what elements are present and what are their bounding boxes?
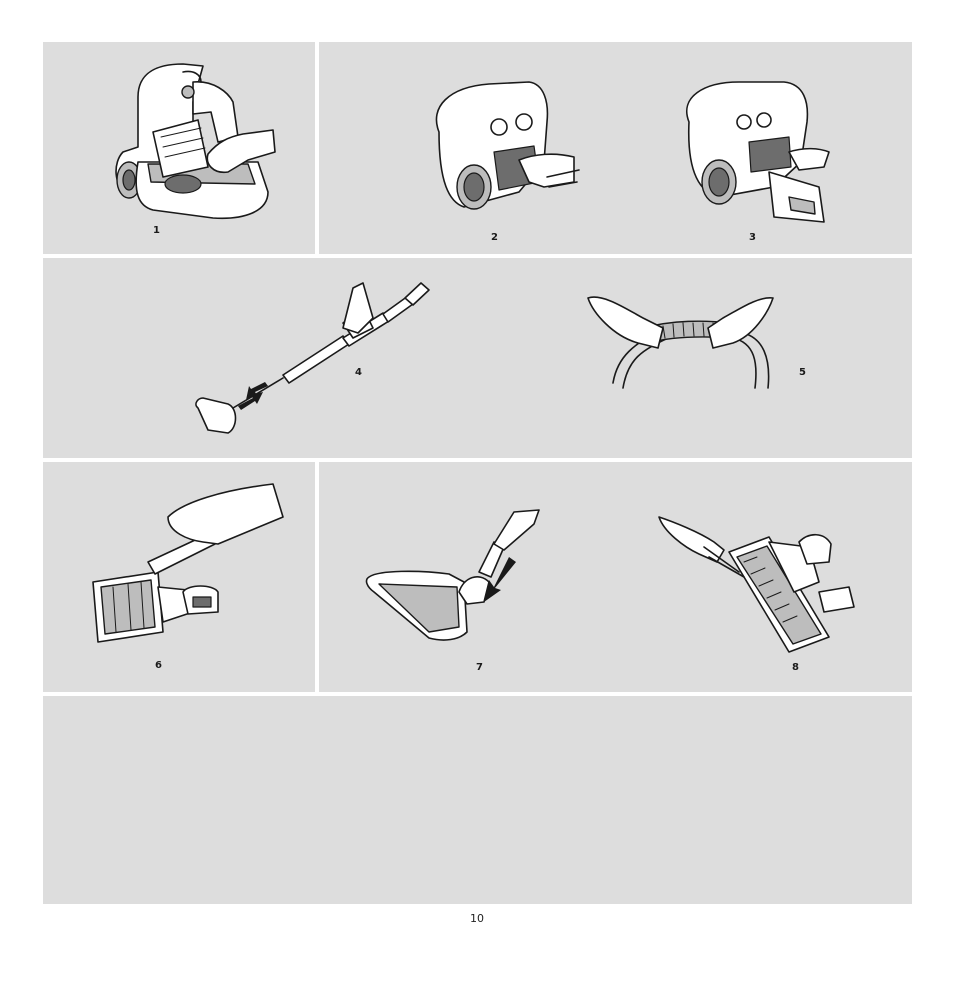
step-number: 7 bbox=[476, 662, 483, 673]
step-number: 4 bbox=[355, 367, 362, 378]
vacuum-filter-cassette-icon bbox=[319, 42, 912, 254]
step-number: 8 bbox=[792, 662, 799, 673]
floor-nozzle-parked-icon bbox=[43, 462, 315, 692]
step-number: 2 bbox=[491, 232, 498, 243]
steps-2-3-panel: 2 3 bbox=[319, 42, 912, 254]
hose-bend-icon bbox=[43, 258, 912, 458]
step-number: 6 bbox=[155, 660, 162, 671]
steps-7-8-panel: 7 8 bbox=[319, 462, 912, 692]
vacuum-lid-open-bag-icon bbox=[43, 42, 315, 254]
page-number: 10 bbox=[0, 912, 954, 925]
step-number: 1 bbox=[153, 225, 160, 236]
nozzle-brush-cut-icon bbox=[319, 462, 912, 692]
step-6-panel: 6 bbox=[43, 462, 315, 692]
blank-panel bbox=[43, 696, 912, 904]
steps-4-5-panel: 4 5 bbox=[43, 258, 912, 458]
step-number: 5 bbox=[799, 367, 806, 378]
step-number: 3 bbox=[749, 232, 756, 243]
step-1-panel: 1 bbox=[43, 42, 315, 254]
